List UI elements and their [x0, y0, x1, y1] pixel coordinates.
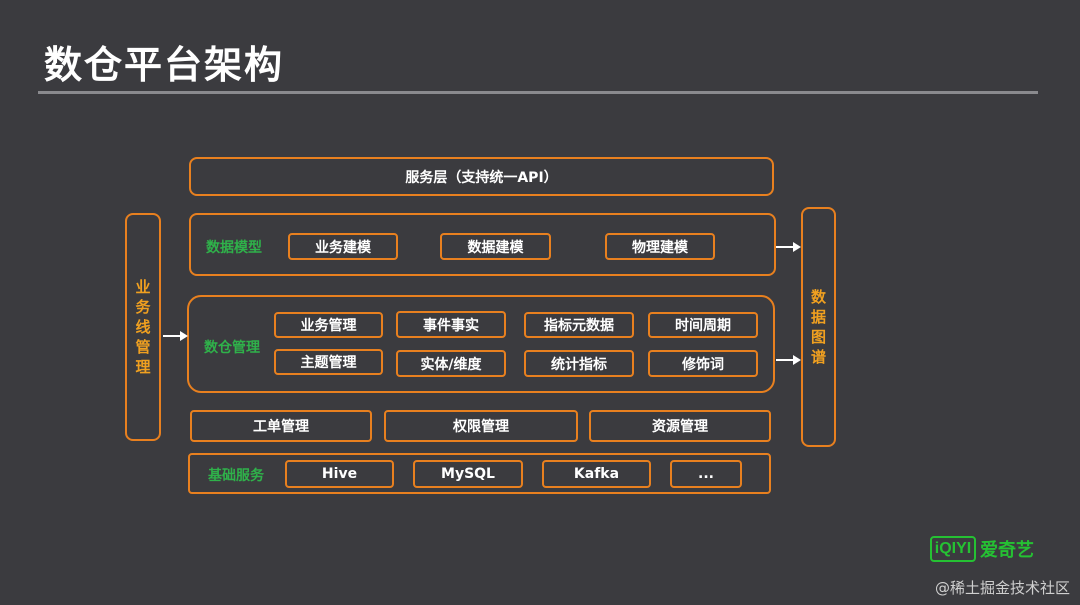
service-layer-label: 服务层（支持统一API）	[405, 169, 558, 186]
business-line-char: 务	[135, 298, 151, 316]
data-graph-char: 据	[810, 308, 826, 326]
data-model-item: 数据建模	[440, 233, 551, 260]
business-line-management-box: 业 务 线 管 理	[125, 213, 161, 441]
arrow-right-icon	[776, 242, 801, 252]
dw-item: 事件事实	[396, 311, 506, 338]
data-graph-box: 数 据 图 谱	[801, 207, 836, 447]
data-graph-char: 谱	[810, 348, 826, 366]
base-service-item: Kafka	[542, 460, 651, 488]
iqiyi-logo-text: 爱奇艺	[980, 540, 1034, 561]
dw-item: 主题管理	[274, 349, 383, 375]
watermark: @稀土掘金技术社区	[934, 579, 1070, 597]
base-service-item: MySQL	[413, 460, 523, 488]
iqiyi-logo-badge: iQIYI	[930, 536, 976, 562]
permission-management-box: 权限管理	[384, 410, 578, 442]
data-model-item: 业务建模	[288, 233, 398, 260]
resource-management-box: 资源管理	[589, 410, 771, 442]
base-service-item: Hive	[285, 460, 394, 488]
data-graph-char: 图	[810, 328, 826, 346]
dw-item: 实体/维度	[396, 350, 506, 377]
iqiyi-logo: iQIYI 爱奇艺	[930, 536, 1034, 562]
dw-item: 修饰词	[648, 350, 758, 377]
management-label: 工单管理	[253, 419, 309, 435]
arrow-right-icon	[163, 331, 188, 341]
title-divider	[38, 91, 1038, 94]
base-services-label: 基础服务	[208, 468, 264, 484]
management-label: 资源管理	[652, 419, 708, 435]
dw-item: 指标元数据	[524, 312, 634, 338]
data-model-box	[189, 213, 776, 276]
dw-item: 业务管理	[274, 312, 383, 338]
service-layer-box: 服务层（支持统一API）	[189, 157, 774, 196]
dw-management-label: 数仓管理	[204, 340, 260, 356]
data-graph-char: 数	[810, 288, 826, 306]
business-line-char: 管	[135, 338, 151, 356]
ticket-management-box: 工单管理	[190, 410, 372, 442]
dw-item: 时间周期	[648, 312, 758, 338]
arrow-right-icon	[776, 355, 801, 365]
base-service-item: ...	[670, 460, 742, 488]
dw-management-box	[187, 295, 775, 393]
data-model-item: 物理建模	[605, 233, 715, 260]
dw-item: 统计指标	[524, 350, 634, 377]
data-model-label: 数据模型	[206, 240, 262, 256]
business-line-char: 线	[135, 318, 151, 336]
business-line-char: 理	[135, 358, 151, 376]
base-services-box	[188, 453, 771, 494]
management-label: 权限管理	[453, 419, 509, 435]
page-title: 数仓平台架构	[44, 43, 285, 87]
business-line-char: 业	[135, 278, 151, 296]
